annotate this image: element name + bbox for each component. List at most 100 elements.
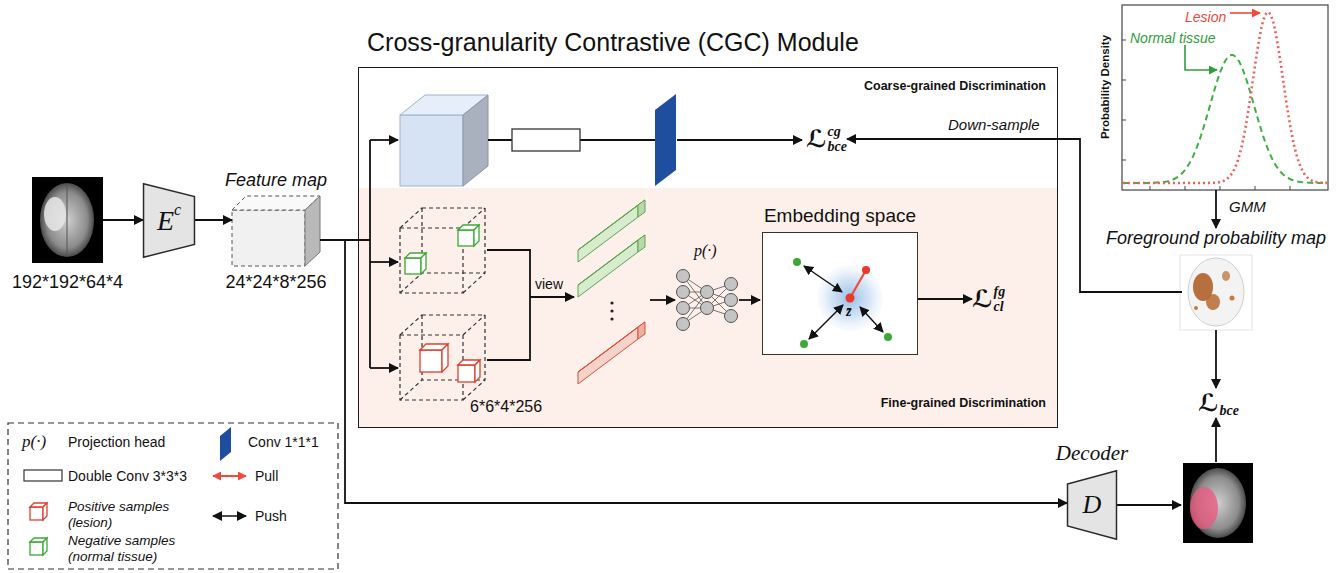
legend-text: Negative samples (normal tissue) — [68, 533, 192, 565]
encoder-superscript: c — [174, 202, 181, 218]
conv-1x1-block — [655, 94, 676, 186]
band-heading: Coarse-grained Discrimination — [864, 79, 1046, 93]
loss-subscript: cl — [994, 299, 1006, 314]
loss-subscript: bce — [1220, 403, 1239, 418]
map-heading: Foreground probability map — [1106, 228, 1326, 248]
encoder-trapezoid: Ec — [143, 183, 195, 258]
coarse-band-fill — [358, 67, 1058, 188]
coarse-cube-front — [400, 115, 463, 186]
decoder-symbol: D — [1083, 492, 1102, 518]
curve-label: Lesion — [1185, 9, 1226, 25]
chart-frame — [1122, 5, 1328, 190]
segmentation-output-image — [1183, 463, 1253, 543]
connector-arrow — [677, 139, 802, 141]
view-arrow — [530, 296, 574, 298]
curve-label: Normal tissue — [1130, 30, 1216, 46]
brain-shape — [1190, 468, 1246, 538]
negative-sample-cube — [458, 225, 479, 246]
loss-symbol: ℒ — [806, 127, 827, 151]
loss-term: ℒbce — [1198, 388, 1239, 418]
feature-map-heading: Feature map — [225, 170, 327, 191]
normal-pointer — [1185, 45, 1217, 70]
connector-arrow — [739, 299, 760, 301]
cube-face — [475, 360, 480, 382]
cube-face — [30, 507, 43, 520]
vector-face — [578, 240, 638, 297]
brain-shape — [40, 183, 94, 257]
lesion-probability — [1206, 294, 1220, 310]
cube-edges — [400, 208, 485, 293]
cube-front — [400, 335, 463, 400]
positive-sample-icon — [30, 503, 47, 520]
connector — [1215, 330, 1217, 388]
lesion-probability — [1222, 271, 1230, 281]
connector-stub — [1180, 291, 1182, 293]
neuron — [701, 302, 714, 315]
positive-sample-cube — [420, 344, 448, 372]
loss-symbol: ℒ — [972, 287, 993, 311]
push-arrow — [860, 307, 883, 332]
connector-label: Down-sample — [946, 116, 1042, 133]
axis-title: Probability Density — [1099, 35, 1111, 139]
anchor-dot — [846, 294, 855, 303]
legend-text: Push — [255, 508, 287, 524]
legend-swatch — [220, 427, 232, 461]
probability-map-node: Foreground probability map — [1180, 228, 1252, 330]
embedding-heading: Embedding space — [764, 205, 916, 227]
neuron — [725, 294, 738, 307]
push-sample — [213, 515, 246, 517]
module-title: Cross-granularity Contrastive (CGC) Modu… — [367, 28, 859, 57]
positive-vector — [578, 322, 645, 384]
cube-face — [30, 542, 43, 555]
cube-face — [420, 350, 442, 372]
trapezoid-shape — [1068, 471, 1117, 540]
dimension-label: 192*192*64*4 — [12, 272, 123, 293]
symbol-wrap: D — [1067, 470, 1117, 540]
lesion-region — [44, 197, 66, 231]
band-heading: Fine-grained Discrimination — [881, 396, 1046, 410]
connector-arrow — [650, 299, 675, 301]
neuron — [677, 302, 690, 315]
trapezoid-shape — [144, 184, 195, 258]
projection-head-network — [677, 270, 738, 331]
legend-symbol: p(·) — [22, 432, 46, 452]
connector-label: GMM — [1227, 198, 1268, 215]
neuron — [677, 270, 690, 283]
legend-text: Conv 1*1*1 — [248, 434, 319, 450]
loss-superscript: cg — [828, 124, 847, 139]
connector — [103, 219, 143, 221]
fine-band-fill — [358, 188, 1058, 428]
lesion-probability — [1194, 306, 1198, 310]
operation-label: view — [535, 276, 563, 292]
ellipsis-dot — [610, 317, 613, 320]
index-stack: cgbce — [828, 124, 847, 154]
normal-tissue-curve — [1123, 55, 1327, 183]
dashed-cube — [400, 208, 485, 293]
pull-sample — [213, 475, 246, 477]
dimension-label: 6*6*4*256 — [470, 398, 542, 416]
cube-face — [43, 538, 47, 555]
legend-text: Pull — [255, 468, 278, 484]
push-arrow — [804, 266, 842, 292]
lesion-probability — [1230, 296, 1235, 301]
encoder-symbol: E — [157, 207, 174, 235]
vector-face — [638, 235, 645, 252]
function-label: p(·) — [694, 242, 717, 260]
input-mri-image — [32, 177, 103, 263]
negative-dot — [800, 340, 808, 348]
axis-ticks — [1122, 40, 1290, 190]
index-stack: fgcl — [994, 284, 1006, 314]
feature-map-cube: Feature map24*24*8*256 — [232, 196, 320, 266]
ellipsis-dot — [610, 309, 613, 312]
dashed-cube — [400, 315, 485, 400]
negative-dot — [884, 333, 892, 341]
merge-line — [487, 250, 530, 360]
legend-box — [8, 423, 338, 569]
cube-face — [458, 365, 475, 382]
branch-arrow — [370, 139, 398, 141]
lesion-curve — [1123, 12, 1327, 183]
coarse-cube-side — [463, 95, 488, 186]
cube-back — [422, 208, 485, 273]
